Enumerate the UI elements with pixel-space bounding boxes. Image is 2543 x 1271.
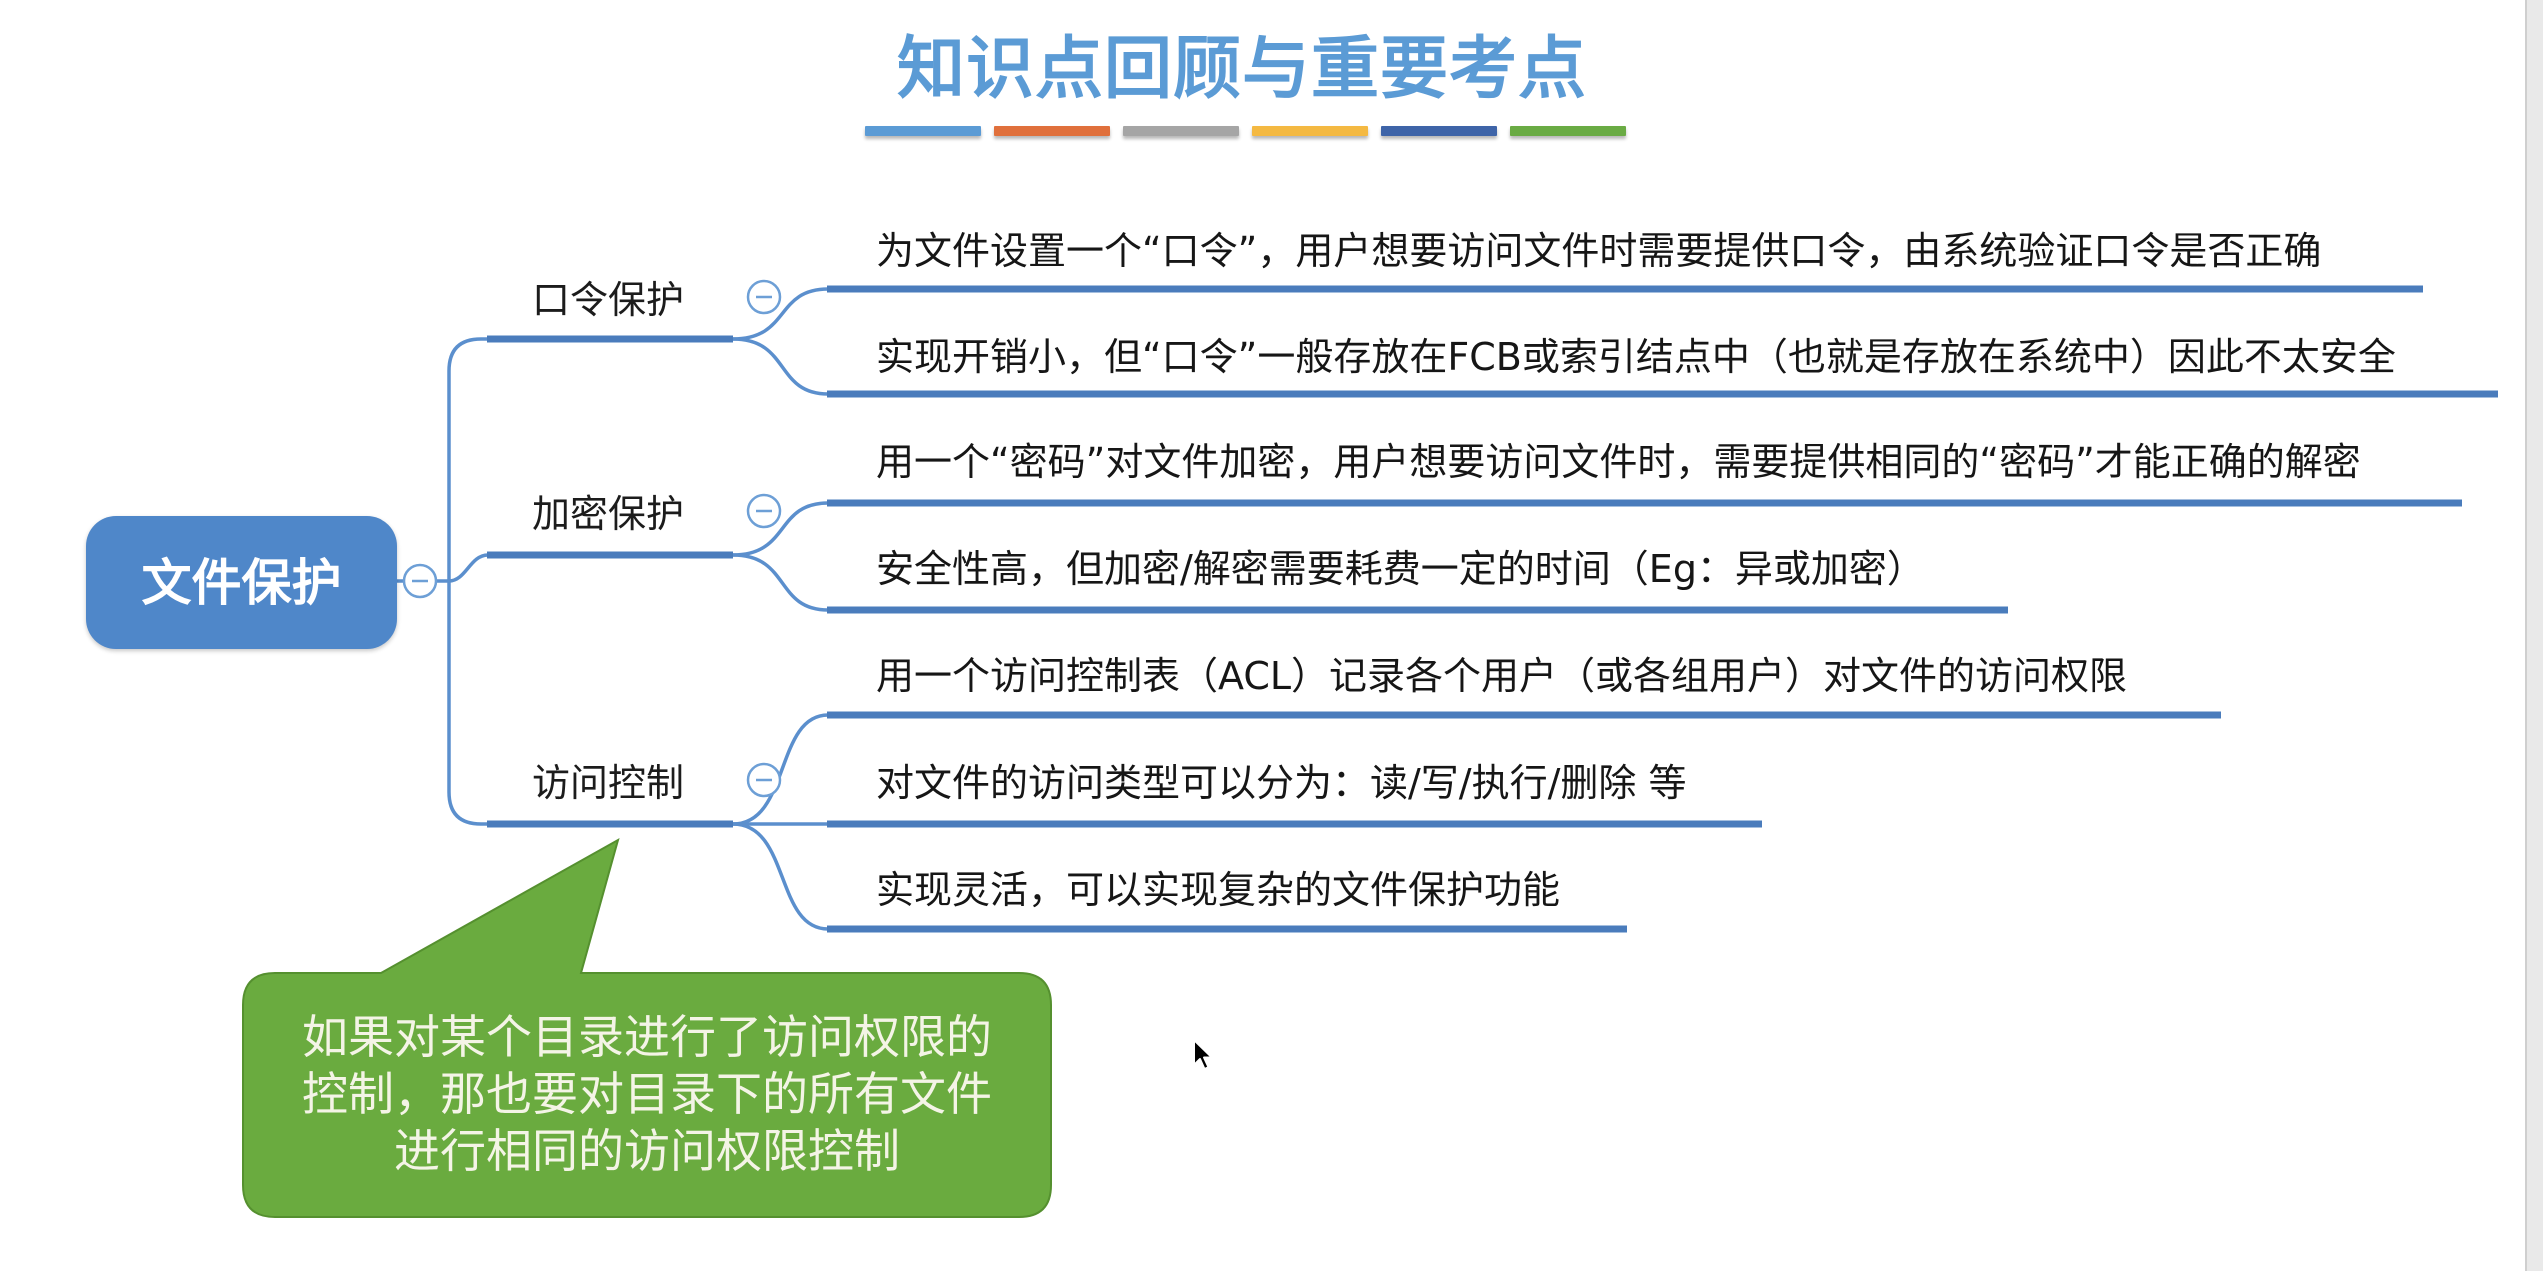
subtopic[interactable]: 实现灵活，可以实现复杂的文件保护功能 [876,868,1561,912]
title-accent-bar [1252,126,1368,136]
window-edge [2525,0,2543,1271]
topic-access-control[interactable]: 访问控制 [532,761,685,805]
collapse-icon[interactable] [746,279,782,315]
child-connector-line [731,287,830,341]
subtopic[interactable]: 对文件的访问类型可以分为：读/写/执行/删除 等 [876,761,1687,805]
child-connector-line [731,553,830,612]
root-topic[interactable]: 文件保护 [86,516,397,649]
subtopic[interactable]: 用一个访问控制表（ACL）记录各个用户（或各组用户）对文件的访问权限 [876,654,2128,698]
trunk-line-upper [447,337,490,583]
trunk-line-middle [447,553,490,583]
title-accent-bar [1123,126,1239,136]
collapse-icon[interactable] [402,563,438,599]
child-connector-line [731,501,830,557]
subtopic[interactable]: 实现开销小，但“口令”一般存放在FCB或索引结点中（也就是存放在系统中）因此不太… [876,335,2396,379]
subtopic[interactable]: 用一个“密码”对文件加密，用户想要访问文件时，需要提供相同的“密码”才能正确的解… [876,440,2361,484]
slide-title: 知识点回顾与重要考点 [896,30,1587,109]
title-accent-bar [865,126,981,136]
note-callout[interactable] [242,837,1052,1218]
subtopic[interactable]: 安全性高，但加密/解密需要耗费一定的时间（Eg：异或加密） [876,547,1925,591]
root-topic-label: 文件保护 [141,553,342,612]
title-accent-bar [1381,126,1497,136]
mouse-pointer-icon [1193,1039,1213,1070]
child-connector-line [731,337,830,396]
topic-password-protection[interactable]: 口令保护 [532,278,685,322]
trunk-line-lower [447,579,490,826]
collapse-icon[interactable] [746,493,782,529]
child-connector-line [731,713,830,826]
topic-encryption-protection[interactable]: 加密保护 [532,492,685,536]
subtopic[interactable]: 为文件设置一个“口令”，用户想要访问文件时需要提供口令，由系统验证口令是否正确 [876,229,2322,273]
callout-text: 如果对某个目录进行了访问权限的 控制，那也要对目录下的所有文件 进行相同的访问权… [243,1009,1051,1180]
title-accent-bar [994,126,1110,136]
child-connector-line [731,822,830,931]
callout-line: 如果对某个目录进行了访问权限的 [302,1010,992,1064]
title-accent-bar [1510,126,1626,136]
callout-line: 进行相同的访问权限控制 [394,1124,900,1178]
callout-line: 控制，那也要对目录下的所有文件 [302,1067,992,1121]
collapse-icon[interactable] [746,762,782,798]
